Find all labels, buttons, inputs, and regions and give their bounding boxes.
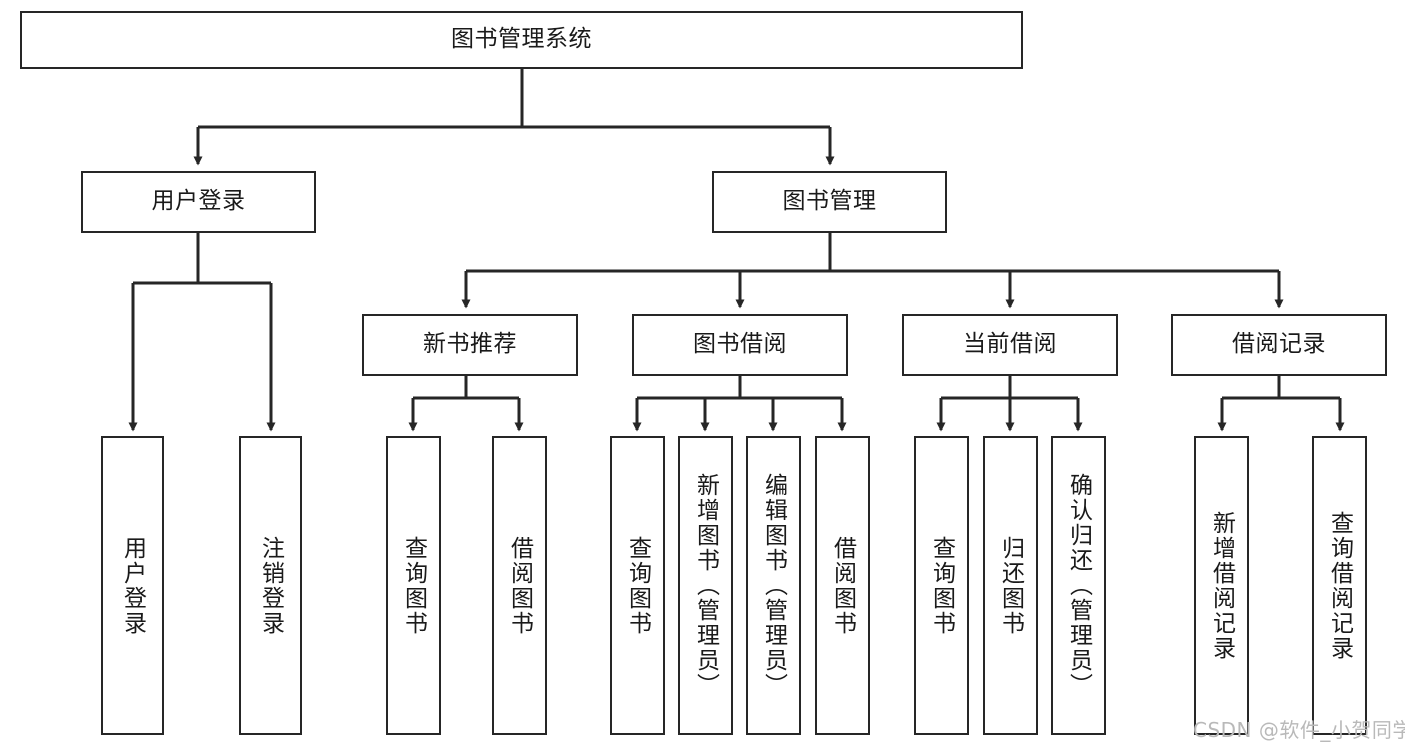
node-leaf-logout[interactable]: 注销登录 (239, 436, 302, 735)
node-root-label: 图书管理系统 (451, 26, 592, 53)
node-leaf-borrow-book-2-label: 借阅图书 (829, 535, 856, 636)
node-borrow-record[interactable]: 借阅记录 (1171, 314, 1387, 376)
node-leaf-return-book[interactable]: 归还图书 (983, 436, 1038, 735)
node-leaf-add-record[interactable]: 新增借阅记录 (1194, 436, 1249, 735)
node-leaf-confirm-return-label: 确认归还（管理员） (1065, 473, 1092, 698)
node-new-book-rec[interactable]: 新书推荐 (362, 314, 578, 376)
node-root[interactable]: 图书管理系统 (20, 11, 1023, 69)
node-leaf-edit-book-label: 编辑图书（管理员） (760, 473, 787, 698)
node-user-login[interactable]: 用户登录 (81, 171, 316, 233)
node-leaf-query-book-2-label: 查询图书 (624, 535, 651, 636)
node-leaf-return-book-label: 归还图书 (997, 535, 1024, 636)
node-leaf-edit-book[interactable]: 编辑图书（管理员） (746, 436, 801, 735)
node-user-login-label: 用户登录 (151, 188, 246, 215)
node-leaf-add-book[interactable]: 新增图书（管理员） (678, 436, 733, 735)
node-leaf-add-record-label: 新增借阅记录 (1208, 510, 1235, 661)
node-new-book-rec-label: 新书推荐 (423, 331, 517, 358)
node-leaf-borrow-book-1-label: 借阅图书 (506, 535, 533, 636)
node-book-borrow[interactable]: 图书借阅 (632, 314, 848, 376)
node-leaf-user-login-label: 用户登录 (119, 535, 146, 636)
node-leaf-borrow-book-1[interactable]: 借阅图书 (492, 436, 547, 735)
node-leaf-user-login[interactable]: 用户登录 (101, 436, 164, 735)
node-book-manage[interactable]: 图书管理 (712, 171, 947, 233)
node-leaf-query-book-2[interactable]: 查询图书 (610, 436, 665, 735)
node-leaf-confirm-return[interactable]: 确认归还（管理员） (1051, 436, 1106, 735)
node-leaf-query-record-label: 查询借阅记录 (1326, 510, 1353, 661)
node-leaf-query-book-1-label: 查询图书 (400, 535, 427, 636)
node-current-borrow[interactable]: 当前借阅 (902, 314, 1118, 376)
node-leaf-query-book-3[interactable]: 查询图书 (914, 436, 969, 735)
node-leaf-query-record[interactable]: 查询借阅记录 (1312, 436, 1367, 735)
node-leaf-query-book-3-label: 查询图书 (928, 535, 955, 636)
node-leaf-query-book-1[interactable]: 查询图书 (386, 436, 441, 735)
node-book-borrow-label: 图书借阅 (693, 331, 787, 358)
node-current-borrow-label: 当前借阅 (963, 331, 1057, 358)
watermark-text: CSDN @软件_小贺同学 (1193, 718, 1405, 742)
node-leaf-logout-label: 注销登录 (257, 535, 284, 636)
node-leaf-add-book-label: 新增图书（管理员） (692, 473, 719, 698)
node-borrow-record-label: 借阅记录 (1232, 331, 1326, 358)
node-book-manage-label: 图书管理 (782, 188, 877, 215)
node-leaf-borrow-book-2[interactable]: 借阅图书 (815, 436, 870, 735)
